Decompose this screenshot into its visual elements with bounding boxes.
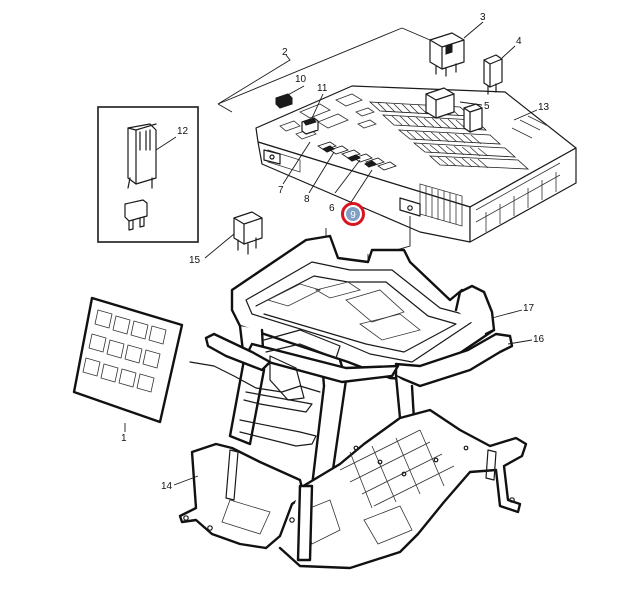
callout-9: 9 [350,210,356,221]
relay-5 [425,87,455,119]
callout-labels: 1 2 3 4 5 6 7 8 10 11 12 13 14 15 16 17 [121,12,550,492]
callout-5: 5 [484,101,490,112]
fuse-10 [275,93,293,109]
callout-14: 14 [161,481,173,492]
callout-16: 16 [533,334,545,345]
leader-lines [124,21,538,486]
relay-small [463,103,483,133]
callout-9-highlight[interactable]: 9 [341,202,365,226]
callout-8: 8 [304,194,310,205]
callout-12: 12 [177,126,189,137]
callout-15: 15 [189,255,201,266]
base-frame [178,408,528,570]
callout-4: 4 [516,36,522,47]
callout-3: 3 [480,12,486,23]
callout-17: 17 [523,303,535,314]
cover-plate [72,296,184,424]
relay-15 [233,211,263,255]
carrier-frame [189,234,514,492]
callout-7: 7 [278,185,284,196]
relay-3 [429,32,465,77]
fuse-box [255,85,577,243]
inset-box [97,106,199,243]
callout-10: 10 [295,74,307,85]
callout-11: 11 [317,83,328,94]
fuse-11 [301,117,319,135]
relay-4 [483,54,503,95]
callout-2: 2 [282,47,288,58]
highlight-fill [346,207,360,221]
callout-13: 13 [538,102,550,113]
callout-1: 1 [121,433,127,444]
callout-6: 6 [329,203,335,214]
